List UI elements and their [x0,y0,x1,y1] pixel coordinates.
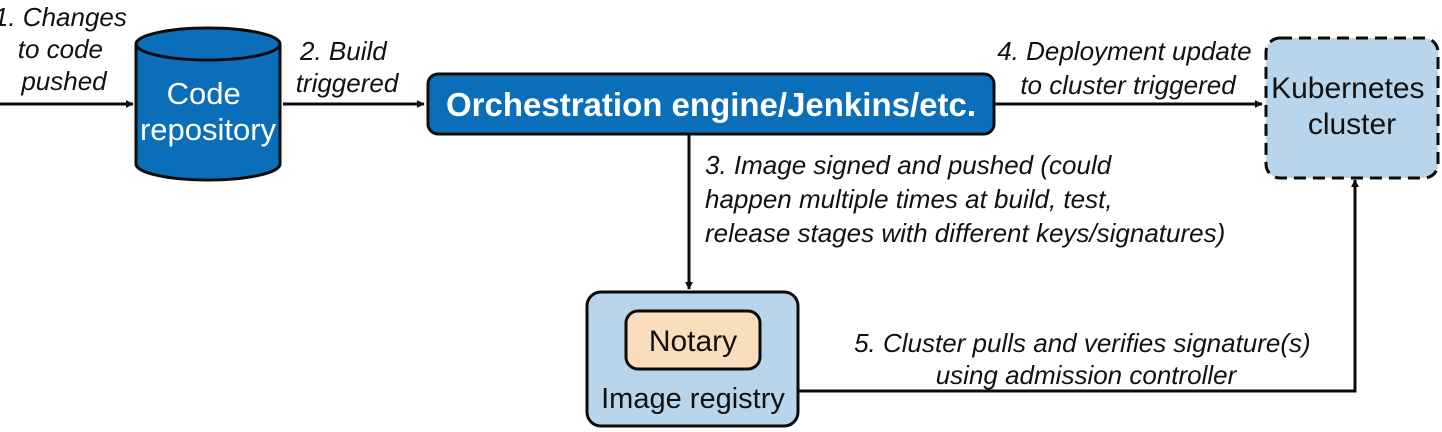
step3-line1: 3. Image signed and pushed (could [705,150,1113,180]
step2-line1: 2. Build [299,36,388,66]
code-repository-cylinder-top [134,26,282,62]
orchestration-engine-node: Orchestration engine/Jenkins/etc. [426,72,996,136]
notary-box [624,309,762,371]
step4-line2: to cluster triggered [1020,70,1237,100]
code-repository-label-line1: Code [167,76,241,111]
orchestration-engine-box [426,72,996,136]
step2-label: 2. Build triggered [296,36,400,98]
orchestration-engine-label: Orchestration engine/Jenkins/etc. [446,86,976,123]
step1-line1: 1. Changes [0,2,127,32]
kubernetes-cluster-label-line1: Kubernetes [1271,72,1424,105]
notary-label: Notary [649,325,737,358]
step5-line2: using admission controller [936,360,1238,390]
step1-line2: to code [18,34,103,64]
code-repository-node: Code repository [134,26,282,182]
kubernetes-cluster-node: Kubernetes cluster [1264,36,1440,180]
step4-line1: 4. Deployment update [997,36,1251,66]
kubernetes-cluster-label-line2: cluster [1308,108,1396,141]
step3-line2: happen multiple times at build, test, [705,184,1113,214]
svg-text:Code repository: Code repository [140,76,277,147]
step1-line3: pushed [20,66,108,96]
image-registry-label: Image registry [601,383,785,415]
step1-label: 1. Changes to code pushed [0,2,134,96]
arrow-registry-to-kubernetes [799,179,1359,393]
kubernetes-cluster-box [1264,36,1440,180]
step5-line1: 5. Cluster pulls and verifies signature(… [854,328,1311,358]
step4-label: 4. Deployment update to cluster triggere… [997,36,1259,100]
step5-label: 5. Cluster pulls and verifies signature(… [854,328,1318,390]
svg-text:Kubernetes cluster: Kubernetes cluster [1271,72,1433,141]
code-repository-label-line2: repository [140,112,277,147]
code-repository-cylinder-body [134,44,282,182]
step2-line2: triggered [296,68,400,98]
step3-line3: release stages with different keys/signa… [705,218,1225,248]
step3-label: 3. Image signed and pushed (could happen… [705,150,1225,248]
image-registry-node: Notary Image registry [585,290,800,428]
